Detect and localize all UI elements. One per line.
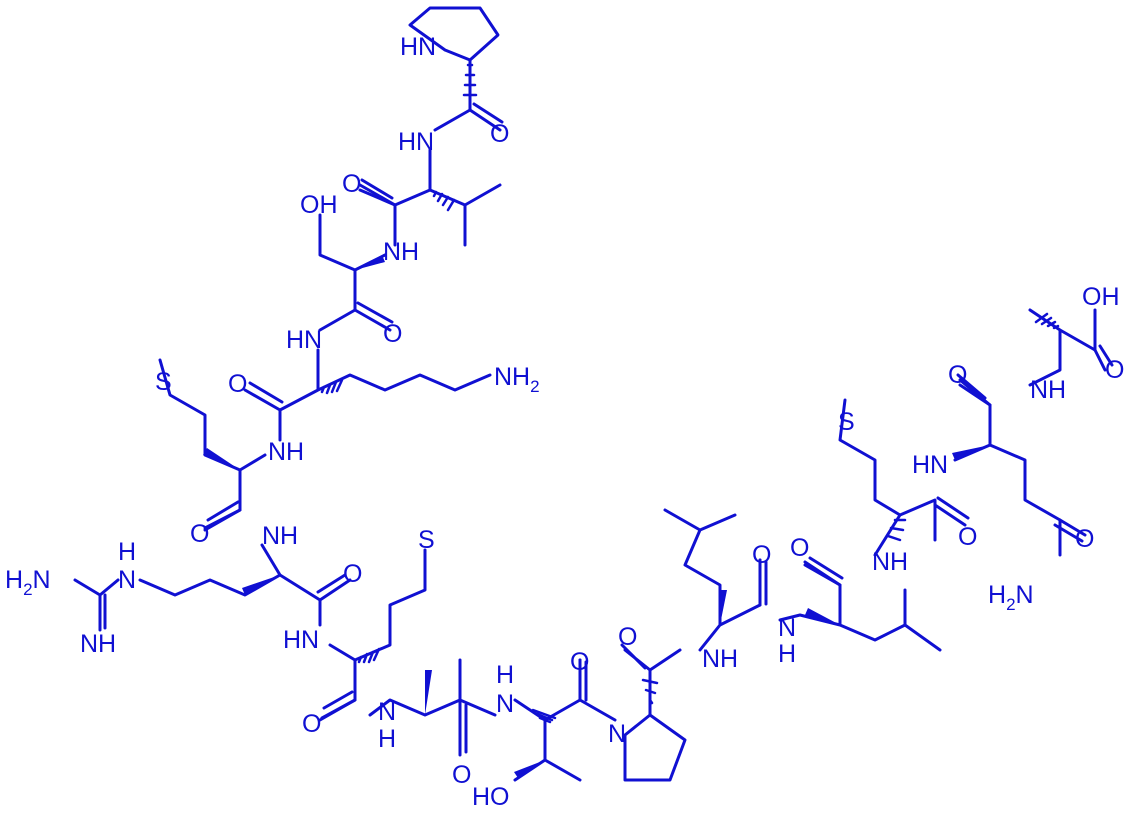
arg-nh-label: NH [262, 522, 298, 550]
met1-o-label: O [190, 520, 209, 548]
gln-o-label: O [948, 361, 967, 389]
pro1-co-double [468, 102, 504, 132]
pro2-o-label: O [618, 623, 637, 651]
pro2-ring [578, 698, 687, 782]
ala2-chain [1028, 308, 1097, 387]
atom-labels: HN O HN O OH NH O HN O NH2 S NH O NH H N… [5, 33, 1124, 811]
met2-s-label: S [418, 526, 435, 554]
ala1-co-double [458, 698, 468, 757]
ala2-co-double [1093, 344, 1114, 372]
ser-o-label: O [383, 320, 402, 348]
ala2-nh-label: NH [1030, 376, 1066, 404]
wedge-gln [952, 445, 990, 460]
leu2-n-label: N [778, 614, 796, 642]
arg-chain [138, 543, 322, 602]
thr-h-label: H [496, 661, 514, 689]
stereo-hashes [320, 63, 1060, 724]
leu1-o-label: O [752, 541, 771, 569]
leu2-h-label: H [778, 640, 796, 668]
met2-co-double [320, 690, 357, 720]
thr-o-label: O [570, 648, 589, 676]
wedge-arg [242, 575, 280, 595]
leu1-chain [663, 508, 762, 652]
guanidine-h-label: H [118, 538, 136, 566]
gln-amide [1053, 518, 1087, 543]
leu2-o-label: O [790, 534, 809, 562]
met1-nh-label: NH [268, 438, 304, 466]
ala1-h-label: H [378, 725, 396, 753]
guanidine [73, 578, 120, 632]
met3-o-label: O [958, 523, 977, 551]
wedge-leu2 [805, 608, 840, 625]
hash-pro2 [641, 678, 659, 705]
met1-chain [158, 358, 267, 532]
met1-co-double [203, 500, 242, 530]
hash-pro1 [462, 63, 478, 97]
wedge-thr [514, 760, 545, 778]
val-co-double [358, 178, 397, 207]
met2-chain [318, 548, 427, 722]
guanidine-n-label: N [118, 566, 136, 594]
pro2-carbonyl [620, 643, 682, 717]
ala2-o-label: O [1105, 356, 1124, 384]
wedge-met1 [203, 448, 240, 470]
val-side [428, 183, 502, 247]
hash-thr [531, 708, 557, 724]
wedge-ser [355, 255, 385, 270]
leu2-co-double [803, 556, 844, 587]
stereo-wedges [203, 255, 990, 778]
pro2-n-label: N [608, 720, 626, 748]
lys-chain [278, 348, 492, 412]
pro1-nh-label: HN [400, 33, 436, 61]
lys-nh2-label: NH2 [494, 363, 540, 396]
val-chain [358, 148, 432, 247]
lys-nh-label: HN [286, 326, 322, 354]
thr-oh-label: HO [472, 783, 510, 811]
ser-co-double [353, 301, 394, 332]
met3-co-double [933, 496, 970, 527]
val-nh-label: HN [398, 128, 434, 156]
gln-nh-label: HN [912, 451, 948, 479]
ala2-oh-label: OH [1082, 283, 1120, 311]
met1-s-label: S [155, 368, 172, 396]
met2-nh-label: HN [283, 626, 319, 654]
guanidine-h2n-label: H2N [5, 566, 51, 599]
thr-n-label: N [496, 690, 514, 718]
met2-o-label: O [302, 710, 321, 738]
gln-h2n-label: H2N [988, 581, 1034, 614]
wedge-ala1 [425, 670, 432, 715]
val-o-label: O [342, 170, 361, 198]
arg-co-double [316, 573, 352, 602]
ala1-o-label: O [452, 761, 471, 789]
ser-nh-label: NH [383, 238, 419, 266]
arg-o-label: O [343, 560, 362, 588]
met3-s-label: S [838, 408, 855, 436]
hash-met2 [357, 647, 381, 664]
met3-nh-label: NH [872, 548, 908, 576]
lys-o-label: O [228, 370, 247, 398]
ala1-n-label: N [378, 698, 396, 726]
pro1-o-label: O [490, 120, 509, 148]
hash-lys [320, 378, 344, 395]
hash-ala2 [1034, 312, 1060, 330]
gln-side-o-label: O [1075, 525, 1094, 553]
bond-lines [73, 6, 1114, 782]
ser-oh-label: OH [300, 191, 338, 219]
wedge-leu1 [720, 590, 727, 625]
gln-co-double [956, 373, 992, 407]
leu1-nh-label: NH [702, 645, 738, 673]
lys-co-double [243, 381, 284, 412]
leu1-co-double [758, 558, 768, 607]
hash-val [432, 190, 456, 212]
hash-met3 [886, 518, 907, 542]
guanidine-nh-label: NH [80, 630, 116, 658]
leu2-chain [778, 563, 942, 652]
thr-co-double [578, 658, 588, 702]
